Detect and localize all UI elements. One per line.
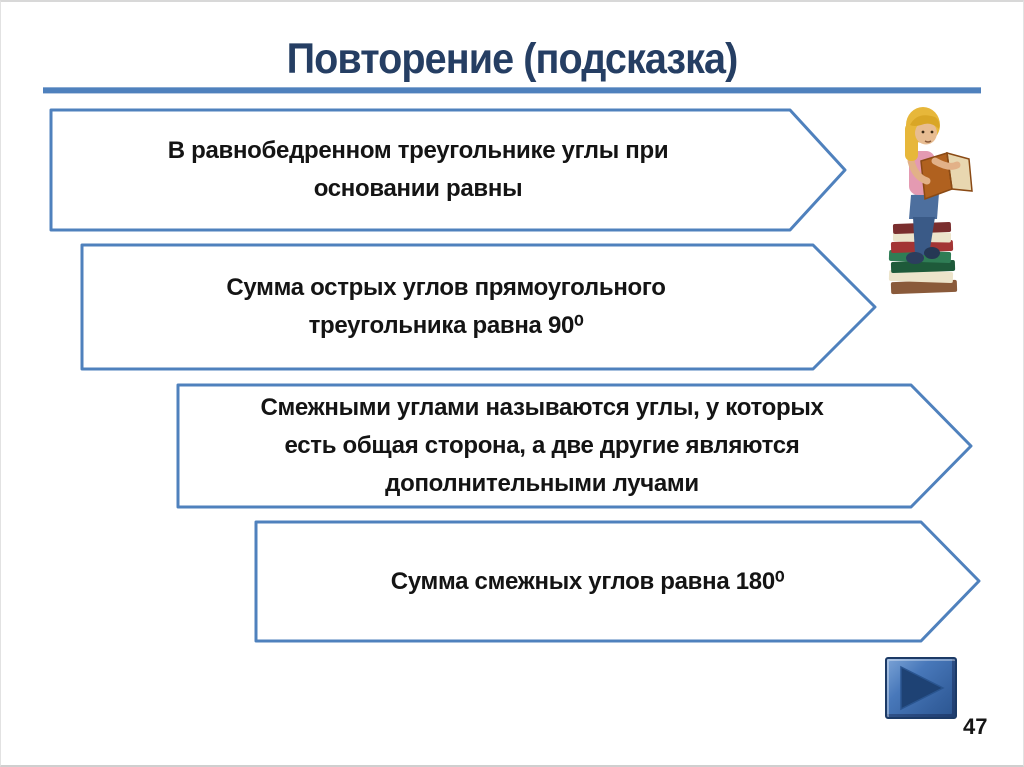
- hint-text: Сумма острых углов прямоугольного треуго…: [226, 274, 666, 339]
- slide-title: Повторение (подсказка): [286, 35, 739, 83]
- title-underline-rule: [43, 88, 981, 93]
- hint-arrow-isosceles-triangle: В равнобедренном треугольнике углы при о…: [49, 108, 847, 232]
- hint-text: В равнобедренном треугольнике углы при о…: [167, 137, 669, 202]
- arrow-shape: [49, 108, 847, 232]
- arrow-shape: [254, 520, 981, 643]
- open-book-icon: [920, 151, 973, 201]
- girl-legs: [906, 193, 940, 264]
- girl-arm: [907, 157, 931, 185]
- hint-arrow-adjacent-angles-definition: Смежными углами называются углы, у котор…: [176, 383, 973, 509]
- next-slide-button[interactable]: [885, 657, 957, 719]
- hint-text: Сумма смежных углов равна 180⁰: [390, 567, 785, 595]
- girl-head: [905, 107, 940, 161]
- girl-arm: [931, 157, 961, 170]
- arrow-shape: [176, 383, 973, 509]
- play-icon: [900, 665, 945, 711]
- hint-text: Смежными углами называются углы, у котор…: [260, 394, 824, 497]
- girl-reading-illustration: [888, 107, 973, 295]
- hint-arrow-adjacent-angles-sum: Сумма смежных углов равна 180⁰: [254, 520, 981, 643]
- page-number: 47: [963, 714, 988, 739]
- hint-arrow-acute-angles-sum: Сумма острых углов прямоугольного треуго…: [80, 243, 877, 371]
- arrow-shape: [80, 243, 877, 371]
